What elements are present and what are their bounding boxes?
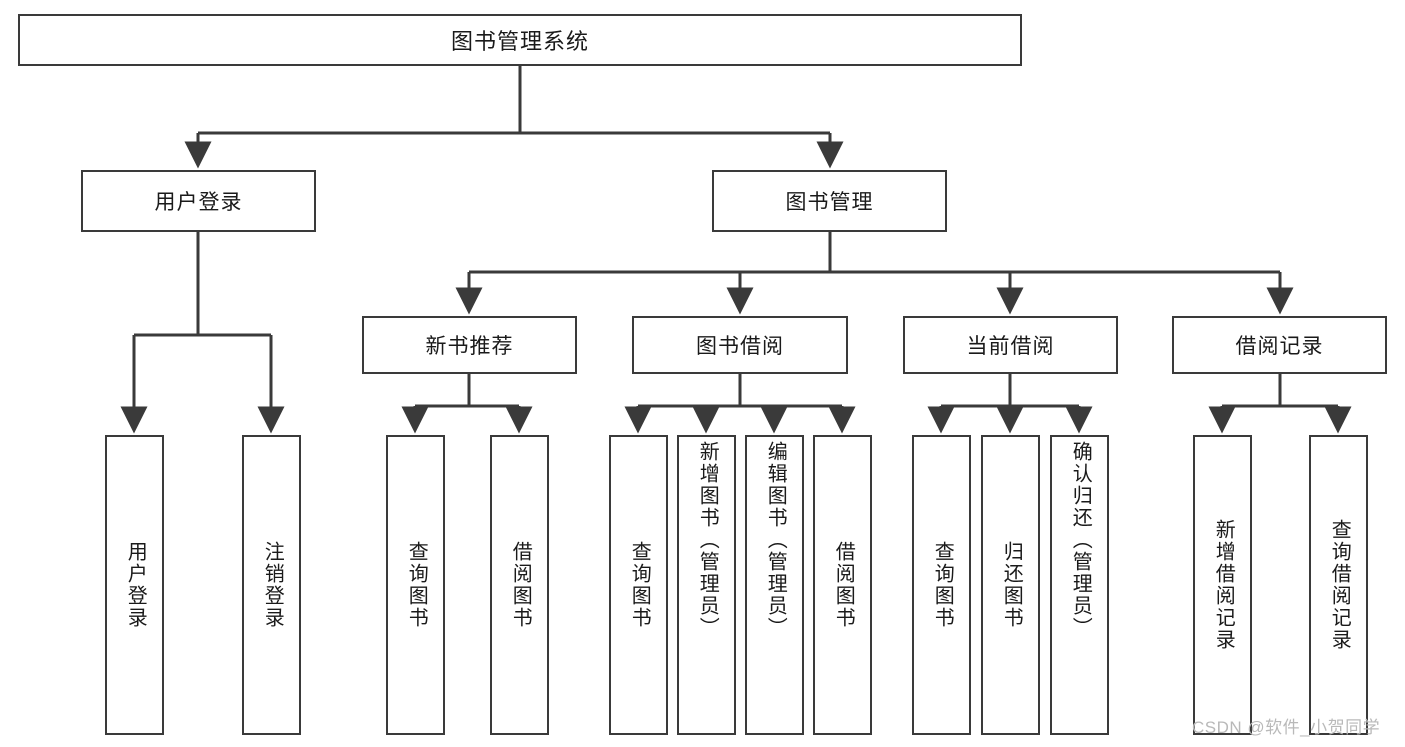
leaf-logout-label: 注销登录 bbox=[261, 541, 284, 629]
leaf-query-book-recommend-label: 查询图书 bbox=[405, 541, 428, 629]
leaf-query-book-borrow-label: 查询图书 bbox=[628, 541, 651, 629]
leaf-borrow-book-recommend-label: 借阅图书 bbox=[509, 541, 532, 629]
csdn-watermark: CSDN @软件_小贺同学 bbox=[1192, 718, 1381, 737]
node-book-borrow-label: 图书借阅 bbox=[696, 335, 784, 358]
leaf-confirm-return-admin[interactable]: 确认归还（管理员） bbox=[1050, 435, 1109, 735]
leaf-user-login[interactable]: 用户登录 bbox=[105, 435, 164, 735]
leaf-add-borrow-record-label: 新增借阅记录 bbox=[1212, 519, 1235, 651]
leaf-query-borrow-record-label: 查询借阅记录 bbox=[1328, 519, 1351, 651]
leaf-return-book[interactable]: 归还图书 bbox=[981, 435, 1040, 735]
leaf-add-book-admin-label: 新增图书（管理员） bbox=[696, 441, 719, 639]
leaf-query-book-borrow[interactable]: 查询图书 bbox=[609, 435, 668, 735]
node-new-book-recommend-label: 新书推荐 bbox=[425, 335, 514, 358]
node-book-management-label: 图书管理 bbox=[785, 191, 874, 214]
leaf-borrow-book[interactable]: 借阅图书 bbox=[813, 435, 872, 735]
node-book-borrow[interactable]: 图书借阅 bbox=[632, 316, 848, 374]
leaf-return-book-label: 归还图书 bbox=[1000, 541, 1023, 629]
leaf-query-book-current[interactable]: 查询图书 bbox=[912, 435, 971, 735]
leaf-query-book-current-label: 查询图书 bbox=[931, 541, 954, 629]
leaf-query-borrow-record[interactable]: 查询借阅记录 bbox=[1309, 435, 1368, 735]
leaf-logout[interactable]: 注销登录 bbox=[242, 435, 301, 735]
node-root[interactable]: 图书管理系统 bbox=[18, 14, 1022, 66]
node-book-management[interactable]: 图书管理 bbox=[712, 170, 947, 232]
node-current-borrow[interactable]: 当前借阅 bbox=[903, 316, 1118, 374]
node-borrow-record[interactable]: 借阅记录 bbox=[1172, 316, 1387, 374]
node-user-login-label: 用户登录 bbox=[154, 191, 243, 214]
leaf-borrow-book-label: 借阅图书 bbox=[832, 541, 855, 629]
leaf-query-book-recommend[interactable]: 查询图书 bbox=[386, 435, 445, 735]
node-current-borrow-label: 当前借阅 bbox=[966, 335, 1055, 358]
leaf-add-book-admin[interactable]: 新增图书（管理员） bbox=[677, 435, 736, 735]
node-root-label: 图书管理系统 bbox=[450, 29, 589, 54]
leaf-user-login-label: 用户登录 bbox=[124, 541, 147, 629]
leaf-borrow-book-recommend[interactable]: 借阅图书 bbox=[490, 435, 549, 735]
leaf-edit-book-admin[interactable]: 编辑图书（管理员） bbox=[745, 435, 804, 735]
node-user-login[interactable]: 用户登录 bbox=[81, 170, 316, 232]
leaf-confirm-return-admin-label: 确认归还（管理员） bbox=[1069, 441, 1092, 639]
leaf-edit-book-admin-label: 编辑图书（管理员） bbox=[764, 441, 787, 639]
node-borrow-record-label: 借阅记录 bbox=[1235, 335, 1324, 358]
node-new-book-recommend[interactable]: 新书推荐 bbox=[362, 316, 577, 374]
leaf-add-borrow-record[interactable]: 新增借阅记录 bbox=[1193, 435, 1252, 735]
